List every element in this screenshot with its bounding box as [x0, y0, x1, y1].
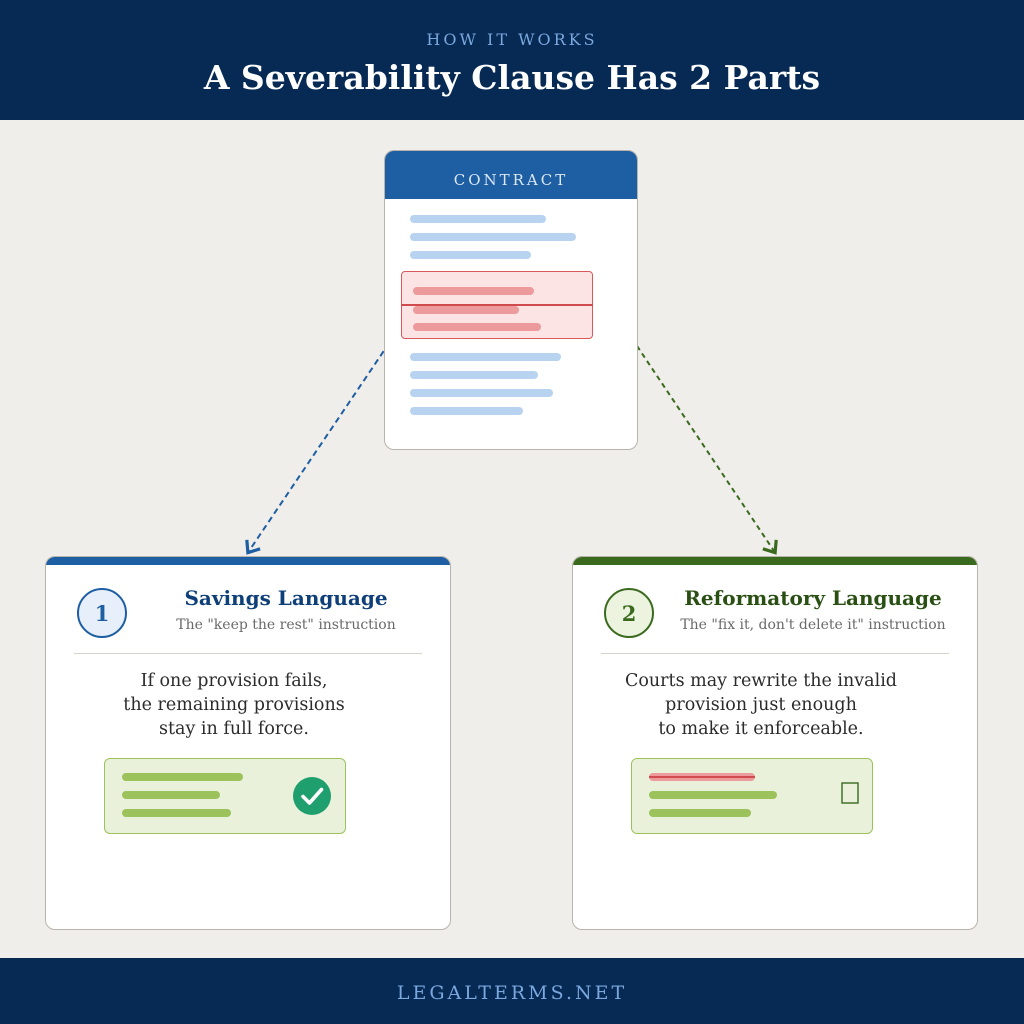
page-title: A Severability Clause Has 2 Parts — [203, 58, 821, 97]
body-line: to make it enforceable. — [658, 719, 864, 739]
reformed-provision-illustration — [631, 758, 873, 834]
divider — [601, 653, 949, 654]
edit-icon — [838, 773, 862, 813]
body-line: provision just enough — [665, 695, 857, 715]
valid-provisions-illustration — [104, 758, 346, 834]
valid-text-line — [122, 809, 231, 817]
step-number-badge: 2 — [604, 588, 654, 638]
text-line — [410, 371, 538, 379]
card-body: If one provision fails, the remaining pr… — [66, 669, 402, 741]
body-line: stay in full force. — [159, 719, 309, 739]
text-line — [410, 407, 523, 415]
body-line: If one provision fails, — [140, 671, 328, 691]
card-subtitle: The "keep the rest" instruction — [176, 617, 396, 633]
arrow-to-reformatory — [616, 315, 778, 555]
contract-label: CONTRACT — [453, 171, 569, 189]
invalid-text-line — [413, 287, 534, 295]
contract-document: CONTRACT — [384, 150, 638, 450]
body-line: the remaining provisions — [123, 695, 345, 715]
divider — [74, 653, 422, 654]
rewritten-text-line — [649, 791, 777, 799]
check-circle-icon — [293, 777, 331, 815]
step-number-badge: 1 — [77, 588, 127, 638]
savings-language-card: 1 Savings Language The "keep the rest" i… — [45, 556, 451, 930]
header-band — [0, 0, 1024, 120]
body-line: Courts may rewrite the invalid — [624, 671, 898, 691]
card-subtitle: The "fix it, don't delete it" instructio… — [680, 617, 946, 633]
text-line — [410, 353, 561, 361]
strike-through-line — [401, 304, 593, 306]
rewritten-text-line — [649, 809, 751, 817]
reformatory-language-card: 2 Reformatory Language The "fix it, don'… — [572, 556, 978, 930]
text-line — [410, 389, 553, 397]
footer-site-name: LEGALTERMS.NET — [396, 982, 628, 1004]
card-accent-bar — [573, 557, 977, 565]
card-title: Savings Language — [184, 586, 388, 610]
text-line — [410, 251, 531, 259]
valid-text-line — [122, 773, 243, 781]
arrow-to-savings — [245, 317, 407, 555]
strike-through-line — [649, 776, 755, 778]
footer-band — [0, 958, 1024, 1024]
card-accent-bar — [46, 557, 450, 565]
card-body: Courts may rewrite the invalid provision… — [593, 669, 929, 741]
card-title: Reformatory Language — [684, 586, 942, 610]
text-line — [410, 215, 546, 223]
contract-header — [385, 151, 637, 199]
invalid-text-line — [413, 323, 541, 331]
valid-text-line — [122, 791, 220, 799]
text-line — [410, 233, 576, 241]
eyebrow-label: HOW IT WORKS — [426, 30, 598, 49]
invalid-text-line — [413, 306, 519, 314]
